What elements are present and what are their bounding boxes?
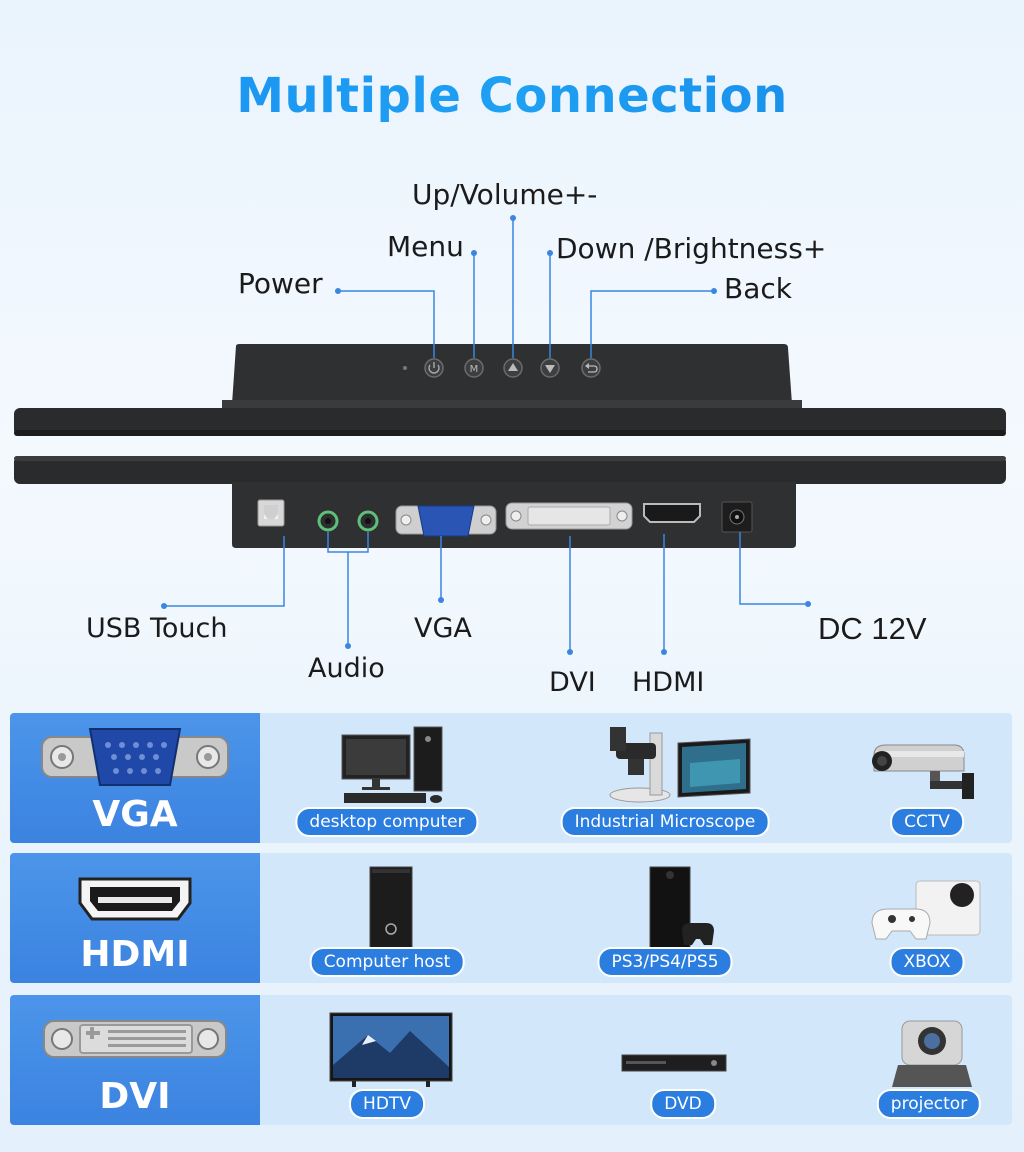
label-dc: DC 12V: [818, 611, 927, 646]
device-desktop-computer: desktop computer: [272, 713, 502, 843]
device-label: PS3/PS4/PS5: [597, 947, 733, 977]
label-hdmi: HDMI: [632, 667, 705, 698]
device-label: DVD: [650, 1089, 716, 1119]
dvi-connector-icon: [43, 1020, 227, 1058]
panel-hdmi-header: HDMI: [10, 853, 260, 983]
monitor-bottom-view: [14, 456, 1006, 548]
cctv-camera-icon: [872, 744, 974, 799]
device-label: projector: [876, 1089, 982, 1119]
device-computer-host: Computer host: [272, 853, 502, 983]
label-audio: Audio: [308, 653, 385, 684]
up-button-icon: [503, 358, 523, 378]
computer-tower-icon: [369, 866, 413, 952]
device-projector: projector: [814, 995, 1012, 1125]
panel-hdmi-title: HDMI: [80, 934, 190, 975]
vga-port-icon: [395, 505, 497, 537]
dvd-player-icon: [621, 1054, 727, 1072]
label-vga: VGA: [414, 613, 472, 644]
device-label: Industrial Microscope: [560, 807, 770, 837]
port-leader-lines: [164, 532, 808, 652]
power-button-icon: [424, 358, 444, 378]
device-industrial-microscope: Industrial Microscope: [550, 713, 780, 843]
device-xbox: XBOX: [812, 853, 1012, 983]
tv-icon: [329, 1012, 453, 1087]
hdmi-port-icon: [643, 503, 701, 523]
panel-vga-title: VGA: [92, 794, 178, 835]
device-hdtv: HDTV: [272, 995, 502, 1125]
xbox-console-icon: [871, 880, 981, 940]
monitor-diagram: M: [14, 215, 1006, 655]
down-button-icon: [540, 358, 560, 378]
hdmi-connector-icon: [78, 877, 192, 921]
game-console-icon: [649, 866, 714, 950]
microscope-icon: [609, 727, 751, 803]
vga-connector-icon: [41, 728, 229, 786]
monitor-top-view: M: [14, 344, 1006, 436]
label-menu: Menu: [387, 230, 464, 263]
label-power: Power: [238, 267, 323, 300]
page-title: Multiple Connection: [0, 68, 1024, 124]
device-label: HDTV: [349, 1089, 425, 1119]
panel-dvi-title: DVI: [99, 1076, 171, 1117]
panel-dvi-header: DVI: [10, 995, 260, 1125]
label-usb: USB Touch: [86, 613, 228, 644]
device-label: desktop computer: [295, 807, 479, 837]
panel-vga: VGA desktop computer Industrial Microsco…: [10, 713, 1012, 843]
desktop-computer-icon: [341, 726, 443, 803]
usb-port-icon: [257, 499, 285, 527]
button-leader-lines: [338, 218, 714, 358]
menu-button-icon: M: [464, 358, 484, 378]
device-label: Computer host: [309, 947, 465, 977]
label-up: Up/Volume+-: [412, 178, 598, 211]
dvi-port-icon: [505, 502, 633, 530]
dc-port-icon: [721, 501, 753, 533]
panel-dvi: DVI HDTV DVD projector: [10, 995, 1012, 1125]
device-label: CCTV: [890, 807, 964, 837]
panel-vga-header: VGA: [10, 713, 260, 843]
projector-icon: [892, 1020, 972, 1087]
device-ps3-ps4-ps5: PS3/PS4/PS5: [550, 853, 780, 983]
svg-text:M: M: [470, 364, 479, 375]
label-dvi: DVI: [549, 667, 596, 698]
audio-port-icon: [317, 510, 379, 532]
panel-hdmi: HDMI Computer host PS3/PS4/PS5 XBOX: [10, 853, 1012, 983]
label-down: Down /Brightness+: [556, 232, 827, 265]
back-button-icon: [581, 358, 601, 378]
device-dvd: DVD: [568, 995, 798, 1125]
label-back: Back: [724, 272, 792, 305]
device-label: XBOX: [889, 947, 965, 977]
device-cctv: CCTV: [812, 713, 1012, 843]
